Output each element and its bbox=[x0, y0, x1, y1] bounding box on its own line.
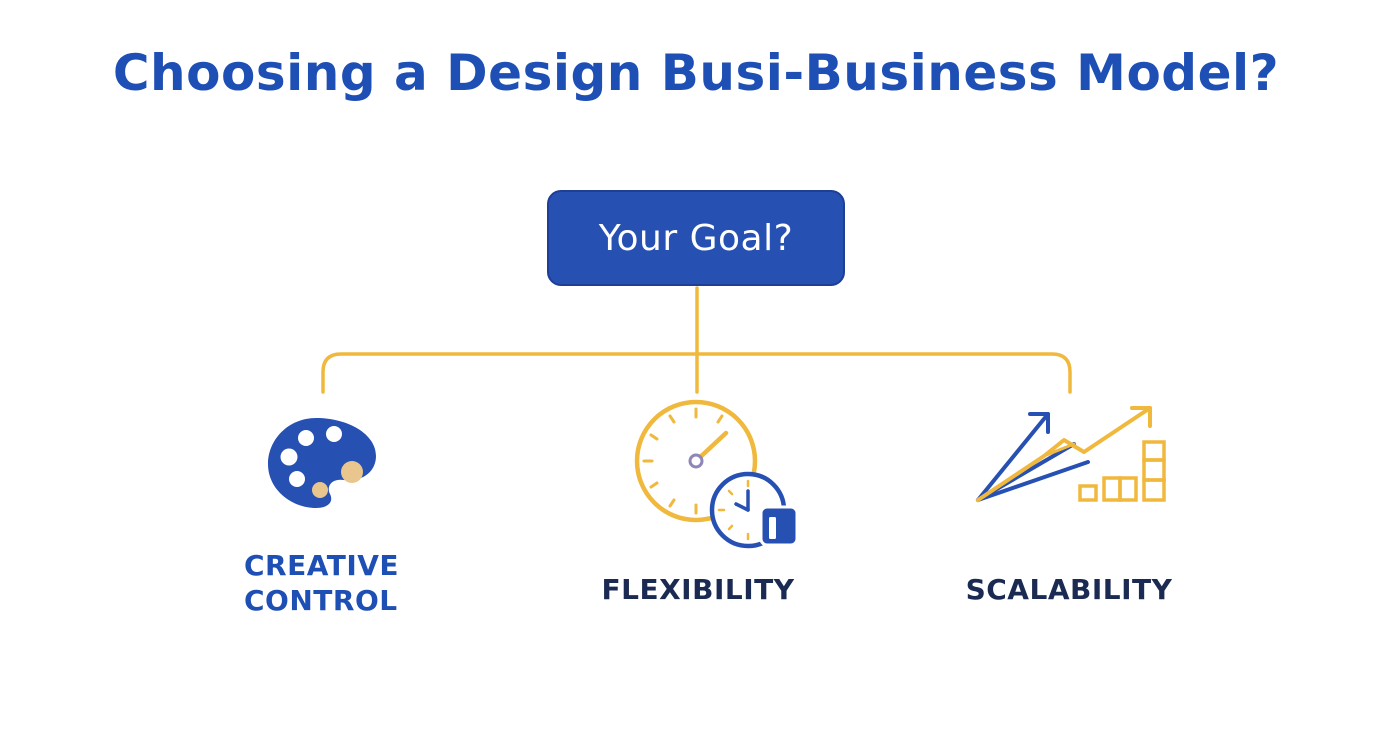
branch-label-line-2: CONTROL bbox=[244, 584, 398, 617]
clock-icon bbox=[634, 399, 799, 549]
branch-label-flexibility: FLEXIBILITY bbox=[601, 573, 795, 606]
palette-icon bbox=[268, 418, 376, 508]
goal-node-label: Your Goal? bbox=[598, 217, 794, 259]
diagram-title: Choosing a Design Busi-Business Model? bbox=[112, 44, 1280, 102]
connector-bar bbox=[321, 352, 1072, 394]
goal-node: Your Goal? bbox=[547, 190, 845, 286]
growth-chart-icon bbox=[976, 406, 1166, 502]
branch-label-scalability: SCALABILITY bbox=[965, 573, 1173, 606]
branch-label-line-1: CREATIVE bbox=[244, 549, 400, 582]
branch-label-creative-control: CREATIVE CONTROL bbox=[244, 548, 399, 618]
